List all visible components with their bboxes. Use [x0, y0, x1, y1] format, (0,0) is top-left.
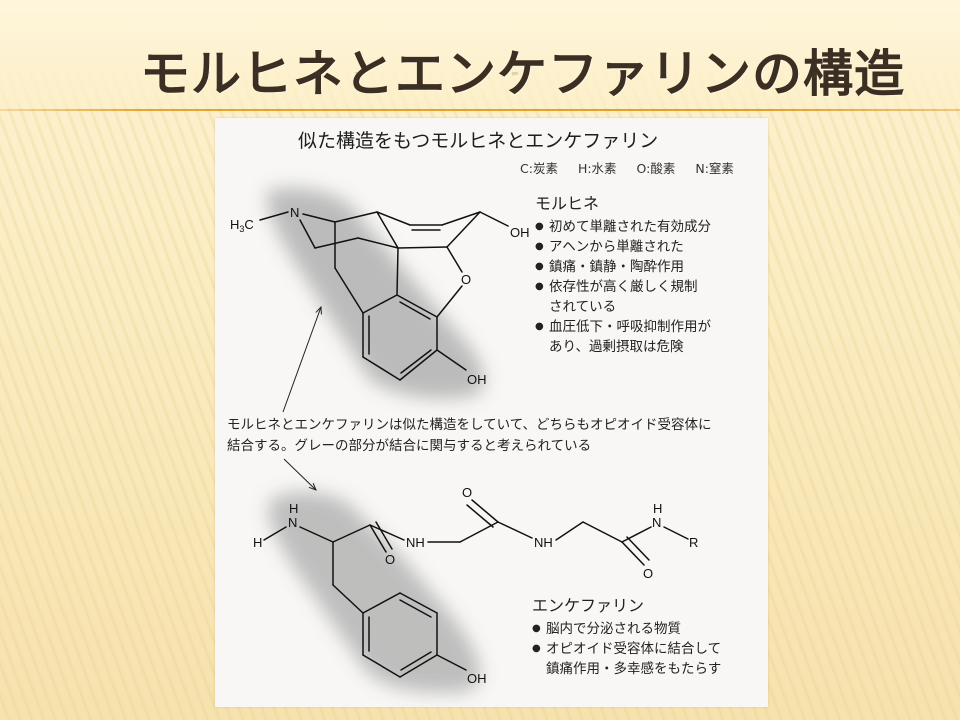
- arrow-to-morphine: [282, 307, 321, 413]
- svg-text:N: N: [288, 515, 297, 530]
- bullet-item: 初めて単離された有効成分: [535, 217, 711, 237]
- svg-text:H: H: [253, 535, 262, 550]
- enkephalin-binding-highlight: [268, 492, 481, 693]
- morphine-bullets: 初めて単離された有効成分 アヘンから単離された 鎮痛・鎮静・陶酔作用 依存性が高…: [535, 217, 711, 357]
- element-legend: C:炭素 H:水素 O:酸素 N:窒素: [520, 158, 744, 177]
- structure-diagram: H3C N OH O OH: [230, 188, 698, 693]
- svg-text:OH: OH: [467, 671, 487, 686]
- figure-heading: 似た構造をもつモルヒネとエンケファリン: [298, 130, 659, 152]
- svg-text:H: H: [289, 501, 298, 516]
- svg-text:O: O: [643, 566, 653, 581]
- legend-oxygen: O:酸素: [636, 161, 676, 176]
- enkephalin-structure: [263, 499, 689, 678]
- svg-text:H3C: H3C: [230, 217, 254, 234]
- svg-text:O: O: [385, 552, 395, 567]
- title-background: [0, 0, 960, 108]
- bullet-item: 鎮痛・鎮静・陶酔作用: [535, 257, 711, 277]
- legend-carbon: C:炭素: [520, 161, 558, 176]
- enkephalin-info: エンケファリン 脳内で分泌される物質 オピオイド受容体に結合して鎮痛作用・多幸感…: [532, 592, 721, 679]
- bullet-item: 脳内で分泌される物質: [532, 619, 721, 639]
- svg-text:O: O: [461, 272, 471, 287]
- bullet-item: アヘンから単離された: [535, 237, 711, 257]
- morphine-atom-labels: H3C N OH O OH: [230, 205, 530, 387]
- svg-text:N: N: [652, 515, 661, 530]
- legend-nitrogen: N:窒素: [695, 161, 734, 176]
- enkephalin-name: エンケファリン: [532, 596, 645, 615]
- svg-text:NH: NH: [534, 535, 553, 550]
- svg-text:O: O: [462, 485, 472, 500]
- svg-text:OH: OH: [467, 372, 487, 387]
- caption-line-1: モルヒネとエンケファリンは似た構造をしていて、どちらもオピオイド受容体に: [227, 417, 712, 433]
- morphine-info: モルヒネ 初めて単離された有効成分 アヘンから単離された 鎮痛・鎮静・陶酔作用 …: [535, 190, 711, 357]
- enkephalin-atom-labels: H N H O NH O NH O N H R OH: [253, 485, 698, 686]
- svg-text:R: R: [689, 535, 698, 550]
- svg-text:N: N: [290, 205, 299, 220]
- svg-text:OH: OH: [510, 225, 530, 240]
- title-divider: [0, 109, 960, 111]
- svg-text:NH: NH: [406, 535, 425, 550]
- caption-line-2: 結合する。グレーの部分が結合に関与すると考えられている: [227, 438, 592, 454]
- morphine-structure: [259, 211, 509, 381]
- morphine-name: モルヒネ: [535, 194, 600, 213]
- legend-hydrogen: H:水素: [577, 161, 617, 176]
- svg-text:H: H: [653, 501, 662, 516]
- arrow-to-enkephalin: [283, 458, 316, 490]
- slide-title: モルヒネとエンケファリンの構造: [140, 45, 905, 103]
- morphine-binding-highlight: [266, 188, 485, 399]
- figure-panel: H3C N OH O OH: [215, 118, 768, 707]
- figure-caption: モルヒネとエンケファリンは似た構造をしていて、どちらもオピオイド受容体に 結合す…: [227, 415, 712, 457]
